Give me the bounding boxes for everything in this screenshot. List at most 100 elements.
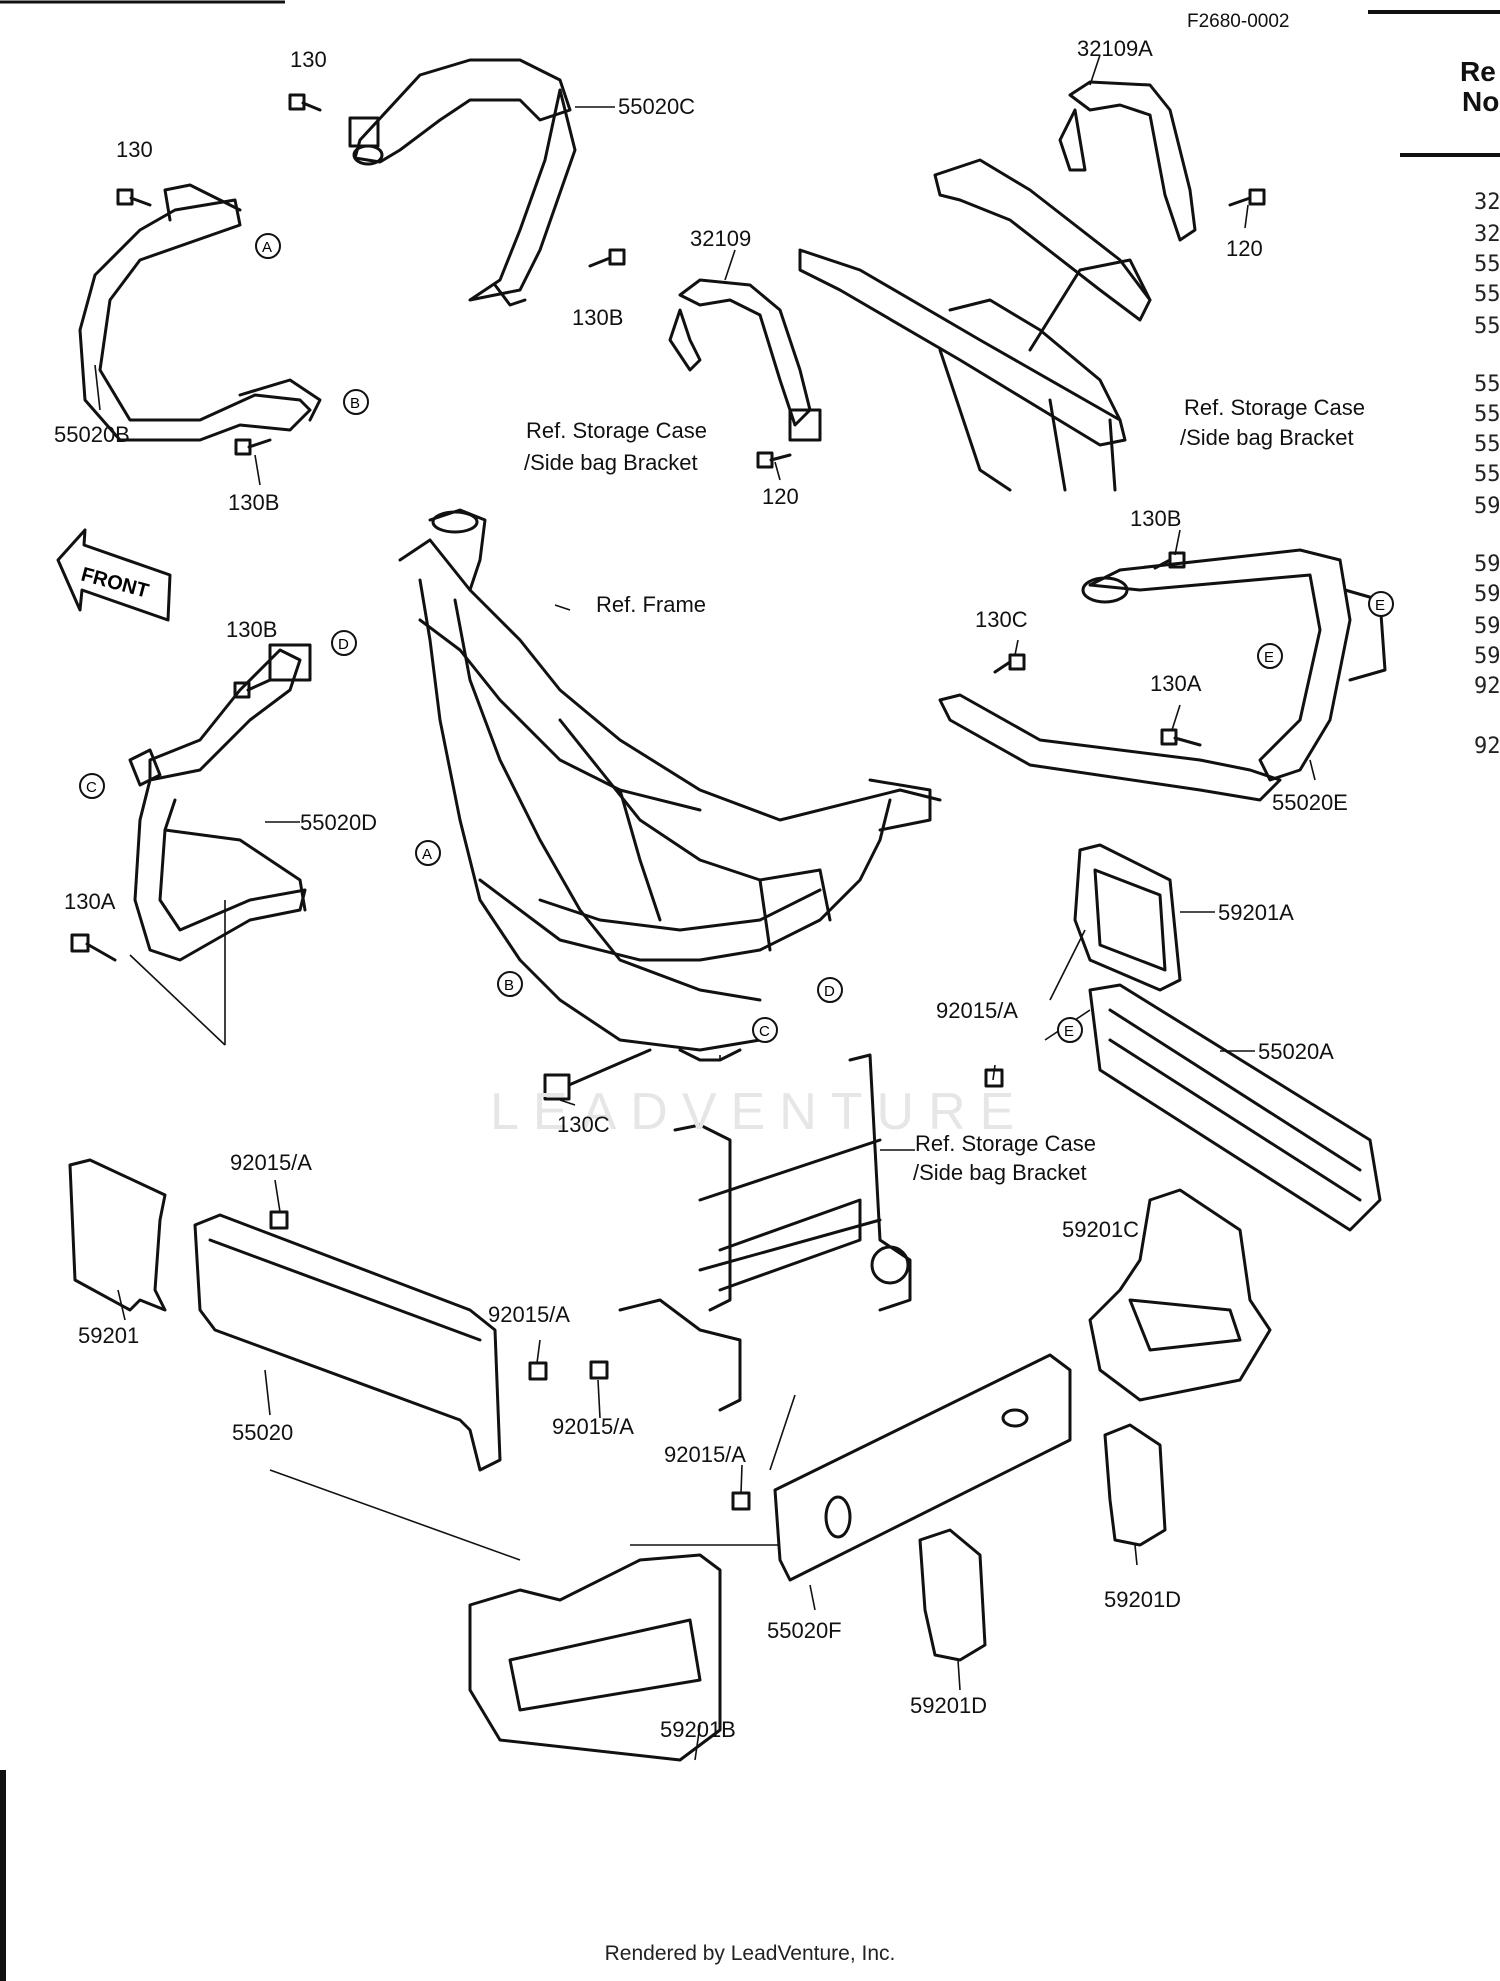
- guard-55020c: [348, 58, 577, 307]
- side-ref: 59: [1474, 644, 1500, 669]
- cover-59201c: [1088, 1188, 1272, 1402]
- guard-55020d: [128, 643, 312, 962]
- label-130b-3: 130B: [1130, 506, 1182, 531]
- label-130c-2: 130C: [557, 1112, 610, 1137]
- watermark: LEADVENTURE: [490, 1083, 1029, 1141]
- label-130a-1: 130A: [1150, 671, 1202, 696]
- figure-id: F2680-0002: [1187, 11, 1290, 32]
- footer-credit: Rendered by LeadVenture, Inc.: [604, 1942, 896, 1965]
- svg-text:D: D: [824, 983, 835, 1000]
- table-header-line2: No: [1462, 86, 1500, 117]
- label-ref-frame: Ref. Frame: [596, 592, 707, 617]
- svg-text:D: D: [338, 636, 349, 653]
- label-120-mid: 120: [762, 484, 799, 509]
- bolt-120-top: [1228, 188, 1266, 207]
- label-130-2: 130: [116, 137, 153, 162]
- label-ref-case-low-2: /Side bag Bracket: [913, 1160, 1087, 1185]
- bracket-lower: [618, 1053, 912, 1412]
- callout-e3: E: [1057, 1017, 1083, 1043]
- label-120-top: 120: [1226, 236, 1263, 261]
- nut-92015a-4: [589, 1360, 609, 1380]
- label-130b-1: 130B: [572, 305, 624, 330]
- callout-b2: B: [497, 971, 523, 997]
- guard-55020e: [938, 548, 1387, 802]
- side-ref: 92: [1474, 734, 1500, 759]
- cover-59201: [68, 1158, 167, 1312]
- callout-e2: E: [1257, 643, 1283, 669]
- svg-text:B: B: [504, 977, 514, 994]
- frame-rails-top: [798, 158, 1152, 492]
- label-59201b: 59201B: [660, 1717, 736, 1742]
- nut-92015a-2: [269, 1210, 289, 1230]
- label-59201: 59201: [78, 1323, 140, 1348]
- bolt-120-mid: [756, 451, 792, 469]
- guard-55020b: [78, 183, 322, 442]
- side-ref: 55: [1474, 314, 1500, 339]
- svg-text:E: E: [1264, 649, 1274, 666]
- label-ref-case-right-1: Ref. Storage Case: [1184, 395, 1365, 420]
- bolt-130-2: [116, 188, 152, 207]
- callout-b1: B: [343, 389, 369, 415]
- bolt-130c-2: [543, 1048, 652, 1101]
- svg-text:C: C: [759, 1023, 770, 1040]
- callout-c1: C: [79, 773, 105, 799]
- callout-c2: C: [752, 1017, 778, 1043]
- side-ref: 55: [1474, 402, 1500, 427]
- label-92015a-2: 92015/A: [230, 1150, 312, 1175]
- label-130c-1: 130C: [975, 607, 1028, 632]
- label-55020: 55020: [232, 1420, 294, 1445]
- svg-text:B: B: [350, 395, 360, 412]
- label-ref-case-left-2: /Side bag Bracket: [524, 450, 698, 475]
- callout-d1: D: [331, 630, 357, 656]
- bolt-130: [288, 93, 322, 112]
- side-ref: 59: [1474, 614, 1500, 639]
- side-ref: 55: [1474, 462, 1500, 487]
- label-92015a-1: 92015/A: [936, 998, 1018, 1023]
- handle-32109a: [1058, 80, 1197, 242]
- cover-59201a: [1073, 843, 1182, 992]
- side-ref: 55: [1474, 282, 1500, 307]
- side-ref: 59: [1474, 494, 1500, 519]
- leader-lines: [94, 54, 1316, 1761]
- side-ref: 32: [1474, 190, 1500, 215]
- rail-55020a: [1088, 983, 1382, 1232]
- label-55020f: 55020F: [767, 1618, 842, 1643]
- label-55020d: 55020D: [300, 810, 378, 835]
- label-59201c: 59201C: [1062, 1217, 1140, 1242]
- label-92015a-3: 92015/A: [488, 1302, 570, 1327]
- label-130: 130: [290, 47, 327, 72]
- label-130b-2: 130B: [228, 490, 280, 515]
- front-arrow: FRONT: [56, 528, 172, 622]
- svg-text:E: E: [1375, 597, 1385, 614]
- main-frame: [398, 508, 942, 1062]
- label-59201a: 59201A: [1218, 900, 1294, 925]
- callout-a1: A: [255, 233, 281, 259]
- bolt-130b-3: [1153, 551, 1186, 570]
- bolt-130b-4: [233, 678, 272, 699]
- cover-59201d-right: [1103, 1423, 1167, 1547]
- bolt-130a-1: [1160, 728, 1202, 747]
- label-59201d-1: 59201D: [1104, 1587, 1182, 1612]
- side-ref: 59: [1474, 582, 1500, 607]
- nut-92015a-5: [731, 1491, 751, 1511]
- side-ref: 55: [1474, 432, 1500, 457]
- label-55020c: 55020C: [618, 94, 696, 119]
- rail-55020f: [773, 1353, 1072, 1582]
- side-ref: 59: [1474, 552, 1500, 577]
- nut-92015a-3: [528, 1361, 548, 1381]
- side-ref: 92: [1474, 674, 1500, 699]
- label-130b-4: 130B: [226, 617, 278, 642]
- label-55020e: 55020E: [1272, 790, 1348, 815]
- handle-32109: [668, 278, 822, 442]
- callout-d2: D: [817, 977, 843, 1003]
- bolt-130c-1: [993, 653, 1026, 674]
- bolt-130b-1: [588, 248, 626, 268]
- label-92015a-4: 92015/A: [552, 1414, 634, 1439]
- label-55020b: 55020B: [54, 422, 130, 447]
- label-55020a: 55020A: [1258, 1039, 1334, 1064]
- side-ref: 55: [1474, 372, 1500, 397]
- cover-59201d-mid: [918, 1528, 987, 1662]
- side-ref: 55: [1474, 252, 1500, 277]
